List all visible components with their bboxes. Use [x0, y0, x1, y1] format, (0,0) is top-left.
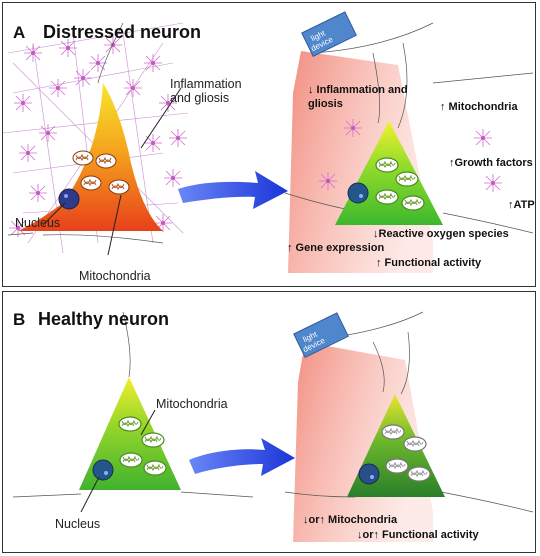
panel-a-distressed: A Distressed neuron Inflammation and gli…	[2, 2, 536, 287]
effect-atp: ↑ATP	[508, 199, 535, 211]
nucleus-healthy	[92, 459, 114, 481]
label-nucleus: Nucleus	[55, 517, 101, 531]
label-nucleus: Nucleus	[15, 216, 61, 230]
effect-mitochondria: ↑ Mitochondria	[440, 101, 518, 113]
effect-functional-activity: ↑ Functional activity	[376, 257, 482, 269]
panel-letter: A	[13, 23, 26, 42]
nucleus-treated	[358, 463, 380, 485]
effect-inflammation: ↓ Inflammation and gliosis	[308, 84, 408, 110]
light-device-a	[301, 11, 357, 58]
light-device-b	[293, 312, 349, 359]
panel-title: Healthy neuron	[38, 309, 170, 329]
effect-growth-factors: ↑Growth factors	[449, 157, 533, 169]
effect-gene-expression: ↑ Gene expression	[287, 242, 385, 254]
panel-title: Distressed neuron	[43, 22, 202, 42]
label-inflammation: Inflammation and gliosis	[170, 77, 242, 105]
nucleus-recovered	[347, 182, 369, 204]
label-mitochondria: Mitochondria	[156, 397, 228, 411]
transition-arrow-a	[178, 171, 288, 209]
effect-ros: ↓Reactive oxygen species	[373, 228, 509, 240]
effect-mitochondria: ↓or↑ Mitochondria	[303, 514, 398, 526]
panel-a-illustration	[3, 11, 534, 273]
panel-b-healthy: B Healthy neuron Mitochondria Nucleus li…	[2, 291, 536, 553]
transition-arrow-b	[189, 438, 295, 476]
effect-functional-activity: ↓or↑ Functional activity	[357, 529, 479, 541]
panel-letter: B	[13, 310, 26, 329]
label-mitochondria: Mitochondria	[79, 269, 151, 283]
panel-b-illustration	[12, 311, 534, 542]
